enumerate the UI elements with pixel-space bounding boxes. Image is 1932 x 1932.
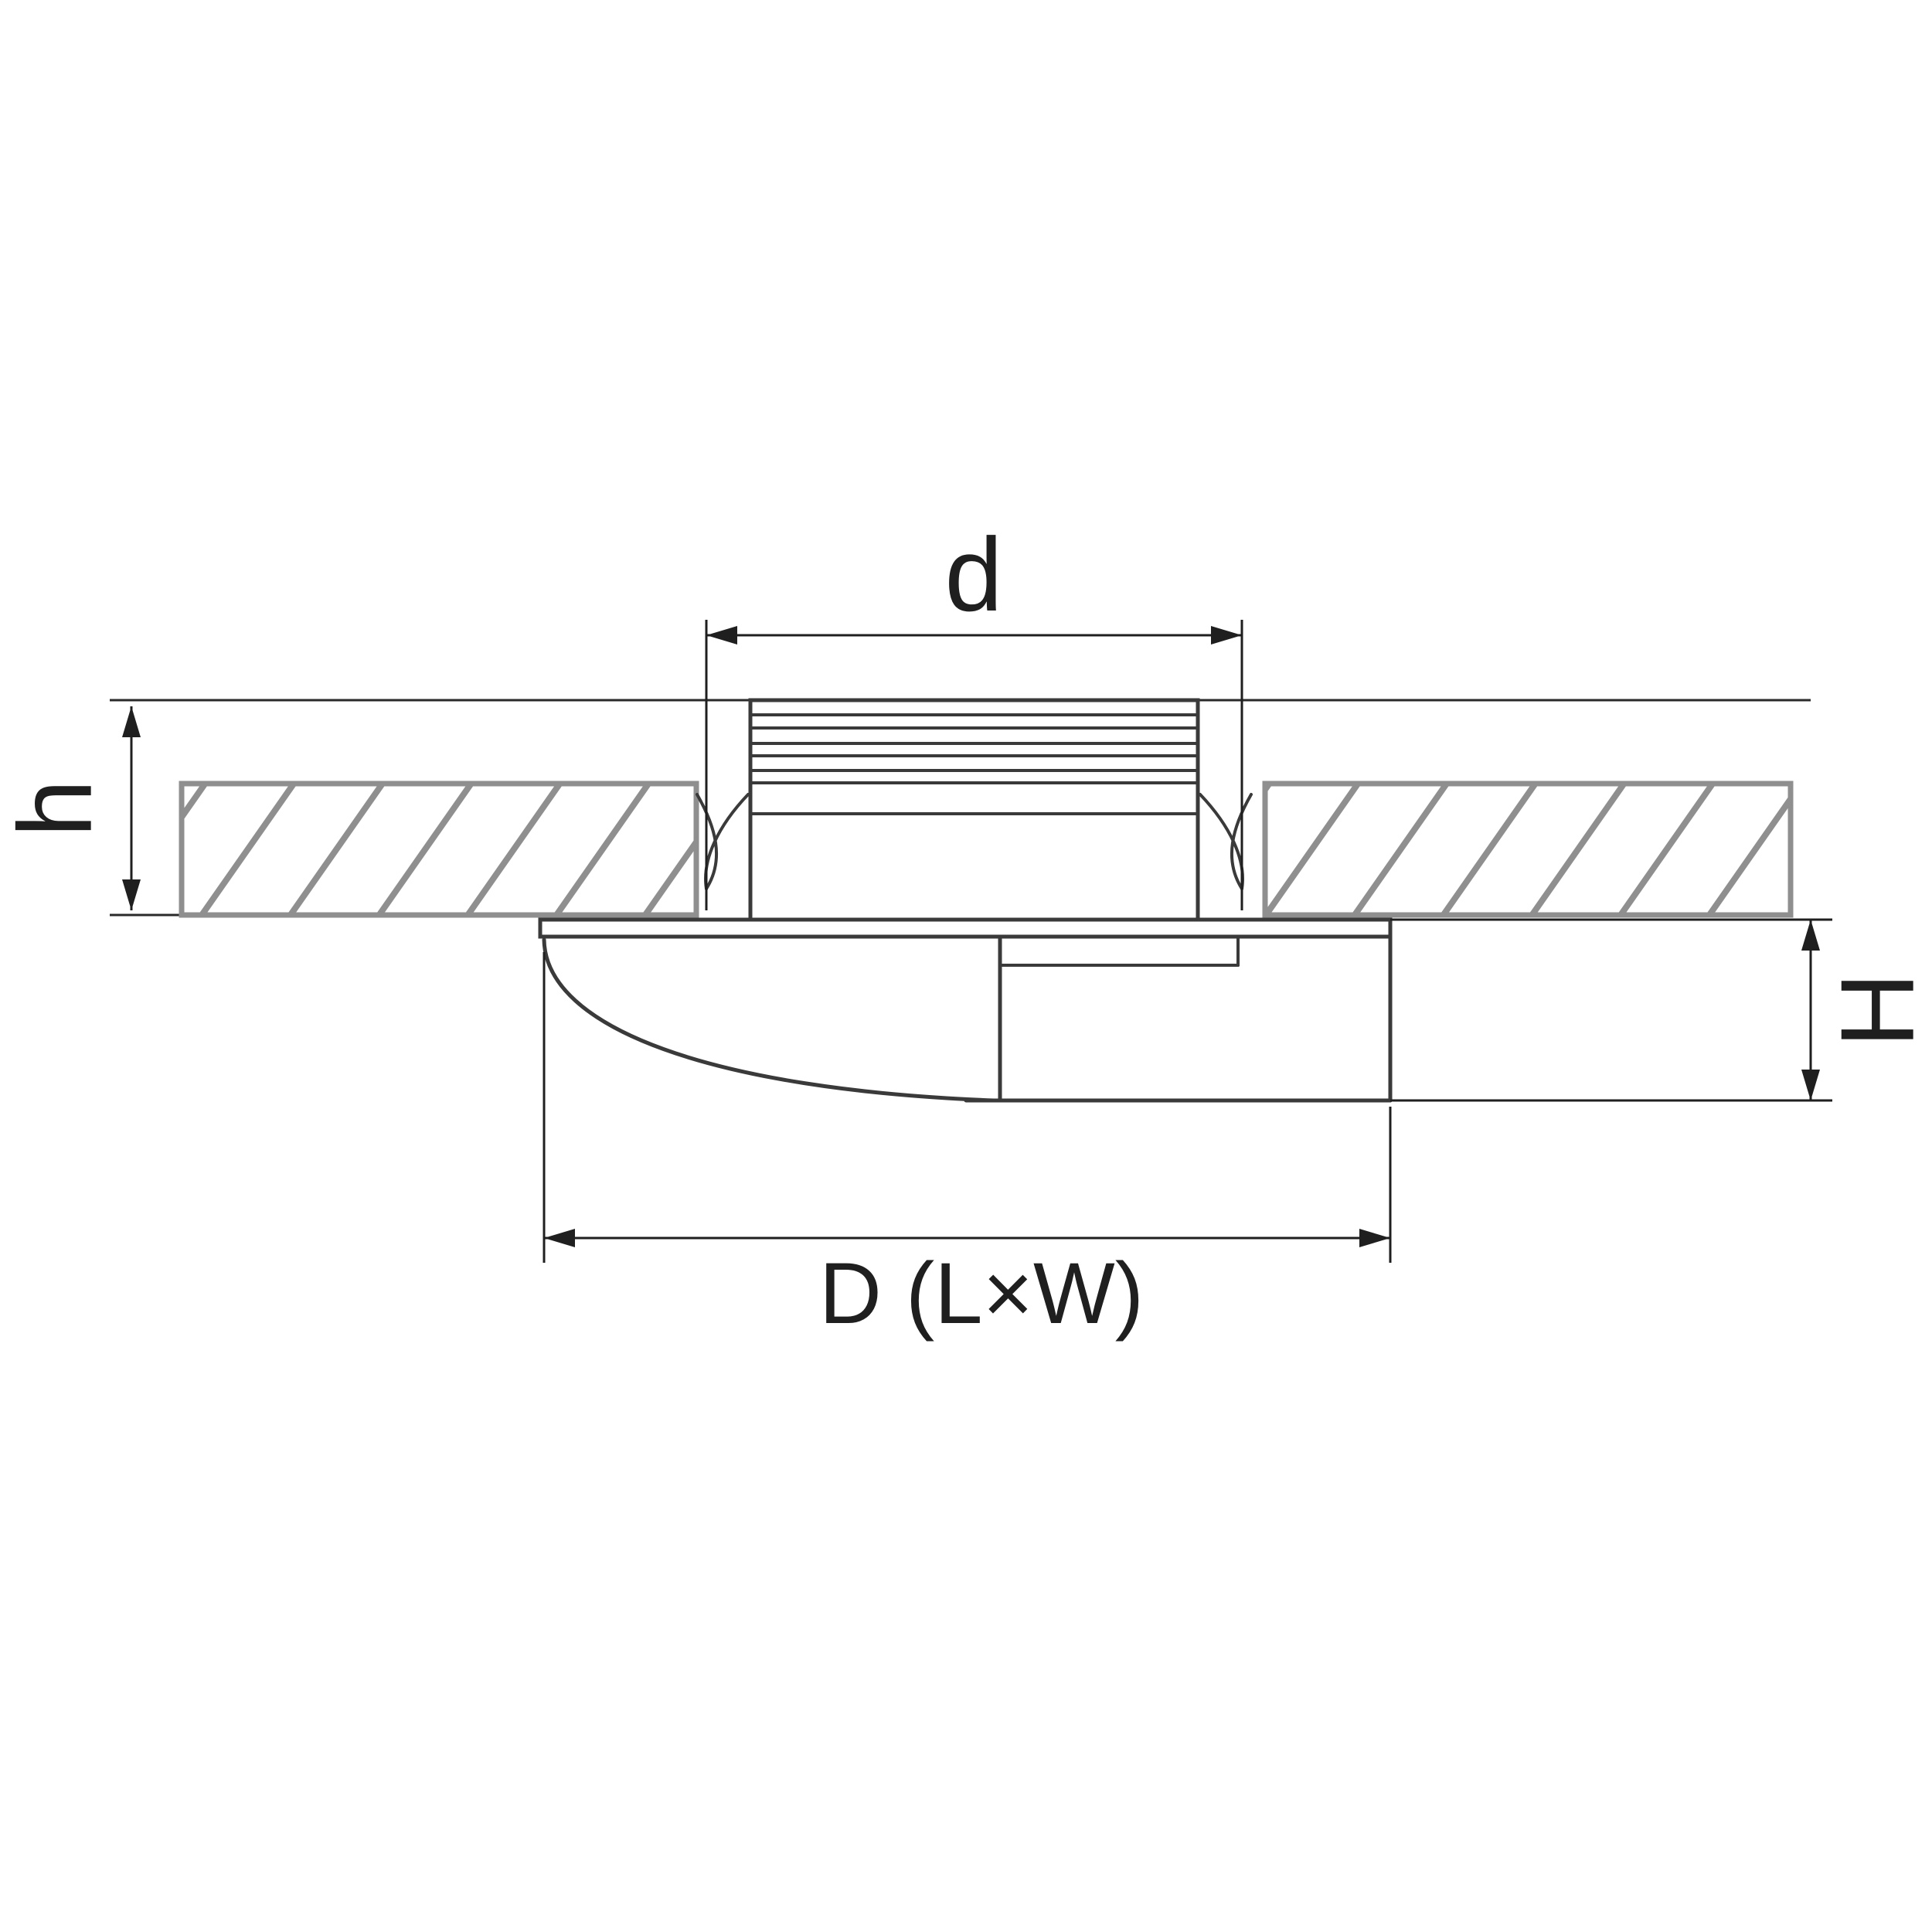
heatsink-body bbox=[748, 698, 1200, 922]
trim-curve bbox=[542, 937, 996, 1103]
dimension-h: h bbox=[0, 706, 141, 910]
trim-body bbox=[542, 934, 1393, 1103]
dimension-H: H bbox=[1390, 918, 1932, 1102]
D-label: D (L×W) bbox=[819, 1245, 1144, 1342]
D-arrow-left bbox=[544, 1229, 575, 1247]
h-arrow-bottom bbox=[122, 879, 141, 910]
d-label: d bbox=[944, 516, 1002, 633]
d-arrow-right bbox=[1211, 626, 1242, 645]
D-arrow-right bbox=[1359, 1229, 1390, 1247]
ceiling-panel-left bbox=[179, 781, 699, 918]
H-arrow-top bbox=[1801, 920, 1820, 951]
h-label: h bbox=[0, 779, 114, 837]
ceiling-section bbox=[110, 699, 1811, 918]
dimension-d: d bbox=[705, 516, 1243, 910]
dimension-D: D (L×W) bbox=[543, 952, 1392, 1342]
H-arrow-bottom bbox=[1801, 1070, 1820, 1100]
H-label: H bbox=[1819, 972, 1932, 1048]
ceiling-panel-right bbox=[1262, 781, 1794, 918]
d-arrow-left bbox=[706, 626, 737, 645]
h-arrow-top bbox=[122, 706, 141, 737]
spring-clip-right bbox=[1230, 793, 1253, 890]
spring-clip-left bbox=[696, 793, 718, 890]
heatsink-fins bbox=[749, 713, 1199, 815]
trim-flange bbox=[538, 917, 1393, 939]
